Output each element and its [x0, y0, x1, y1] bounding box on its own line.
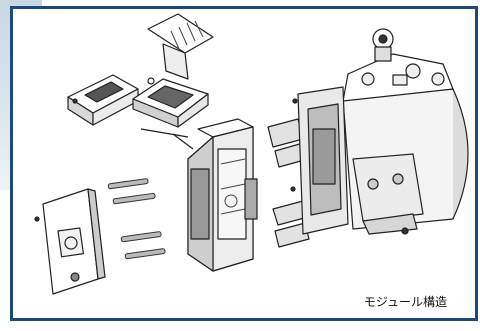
screws [107, 178, 166, 260]
terminal-cover [132, 13, 214, 150]
actuator-body [290, 28, 469, 235]
front-panel [34, 188, 106, 295]
figure-frame: モジュール構造 [10, 6, 478, 321]
figure-caption: モジュール構造 [363, 295, 447, 309]
exploded-module-drawing [34, 13, 469, 295]
mounting-brackets [267, 118, 310, 248]
display-unit [67, 74, 139, 126]
center-module [187, 118, 258, 272]
